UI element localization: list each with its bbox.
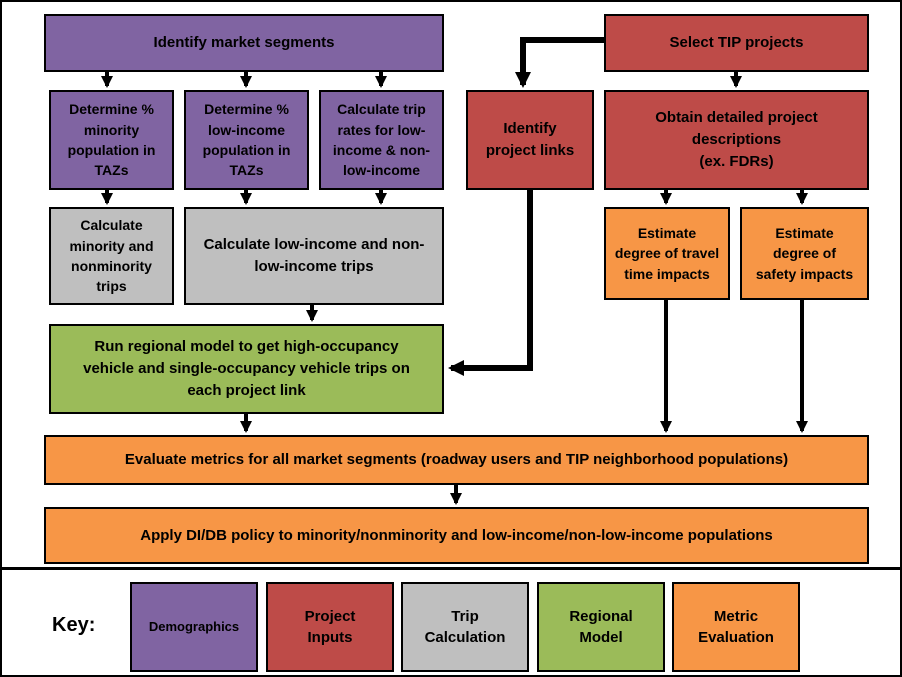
key-item-metric-evaluation: Metric Evaluation: [672, 582, 800, 672]
key-item-regional-model: Regional Model: [537, 582, 665, 672]
box-estimate-travel-time-impacts: Estimate degree of travel time impacts: [604, 207, 730, 300]
box-run-regional-model: Run regional model to get high-occupancy…: [49, 324, 444, 414]
box-identify-project-links: Identify project links: [466, 90, 594, 190]
arrow-projectlinks-to-model: [448, 190, 533, 376]
key-divider: [2, 567, 900, 570]
box-determine-low-income: Determine % low-income population in TAZ…: [184, 90, 309, 190]
key-item-demographics: Demographics: [130, 582, 258, 672]
box-apply-didb-policy: Apply DI/DB policy to minority/nonminori…: [44, 507, 869, 564]
box-select-tip-projects: Select TIP projects: [604, 14, 869, 72]
box-obtain-project-descriptions: Obtain detailed project descriptions (ex…: [604, 90, 869, 190]
box-determine-minority: Determine % minority population in TAZs: [49, 90, 174, 190]
box-estimate-safety-impacts: Estimate degree of safety impacts: [740, 207, 869, 300]
key-item-trip-calculation: Trip Calculation: [401, 582, 529, 672]
key-item-project-inputs: Project Inputs: [266, 582, 394, 672]
box-calculate-minority-trips: Calculate minority and nonminority trips: [49, 207, 174, 305]
arrow-tip-to-projectlinks: [515, 37, 604, 88]
box-calculate-trip-rates: Calculate trip rates for low- income & n…: [319, 90, 444, 190]
box-evaluate-metrics: Evaluate metrics for all market segments…: [44, 435, 869, 485]
key-label: Key:: [52, 614, 96, 636]
box-calculate-low-income-trips: Calculate low-income and non- low-income…: [184, 207, 444, 305]
box-identify-market-segments: Identify market segments: [44, 14, 444, 72]
